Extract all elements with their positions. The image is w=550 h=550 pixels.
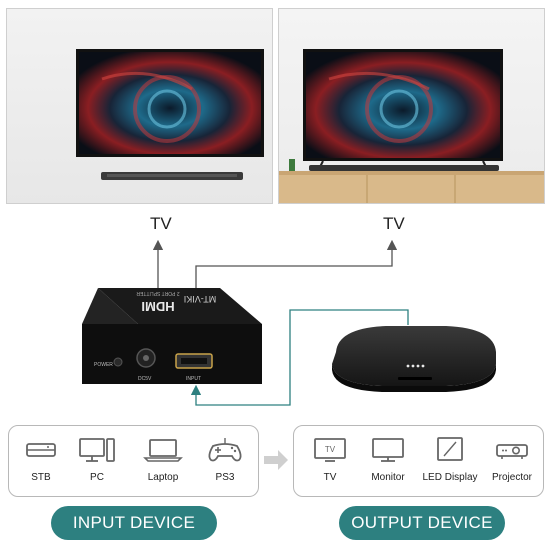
input-device-pc-label: PC: [90, 472, 104, 483]
splitter-brand-text: HDMI: [141, 299, 174, 314]
output-device-panel: TV TV Monitor LED Display Projector: [293, 425, 544, 497]
input-device-panel: STB PC Laptop PS3: [8, 425, 259, 497]
tv-wall-illustration: [76, 49, 264, 180]
svg-text:TV: TV: [325, 445, 336, 454]
output-device-tv: TV TV: [300, 436, 360, 483]
input-device-title: INPUT DEVICE: [51, 506, 217, 540]
tv-console-illustration: [279, 49, 544, 203]
laptop-icon: [143, 439, 183, 462]
arrow-right-icon: [264, 450, 288, 470]
input-device-laptop: Laptop: [133, 436, 193, 483]
pc-icon: [79, 438, 115, 462]
output-label-left: TV: [150, 214, 172, 233]
splitter-model-text: MT-VIKI: [184, 294, 217, 304]
input-device-stb: STB: [11, 436, 71, 483]
gamepad-icon: [208, 438, 242, 462]
input-line: [190, 309, 409, 406]
hdmi-splitter: HDMI MT-VIKI 2 PORT SPLITTER POWER DC5V …: [82, 288, 262, 384]
output-line-right: [195, 239, 398, 288]
monitor-icon: [372, 438, 404, 462]
input-device-ps3: PS3: [195, 436, 255, 483]
stb-icon: [26, 443, 56, 457]
power-label: POWER: [94, 362, 113, 368]
led-display-icon: [437, 437, 463, 461]
output-device-led-display: LED Display: [420, 436, 480, 483]
set-top-box: [332, 326, 496, 392]
dc-label: DC5V: [138, 376, 152, 382]
output-device-projector-label: Projector: [491, 472, 532, 483]
input-device-stb-label: STB: [31, 472, 51, 483]
photo-tv-wall: [6, 8, 273, 204]
output-device-title: OUTPUT DEVICE: [339, 506, 505, 540]
tv-icon: TV: [314, 438, 346, 462]
photo-tv-console: [278, 8, 545, 204]
output-device-led-display-label: LED Display: [422, 472, 478, 483]
output-device-projector: Projector: [482, 436, 542, 483]
output-device-tv-label: TV: [323, 472, 337, 483]
splitter-sub-text: 2 PORT SPLITTER: [136, 290, 180, 296]
projector-icon: [496, 444, 528, 459]
input-label: INPUT: [186, 376, 201, 382]
output-device-monitor-label: Monitor: [371, 472, 405, 483]
status-led: [406, 364, 410, 368]
connection-lines: [152, 239, 409, 406]
output-device-monitor: Monitor: [358, 436, 418, 483]
input-device-ps3-label: PS3: [215, 472, 235, 483]
input-device-pc: PC: [67, 436, 127, 483]
input-device-laptop-label: Laptop: [147, 472, 179, 483]
power-led: [113, 357, 123, 367]
output-label-right: TV: [383, 214, 405, 233]
